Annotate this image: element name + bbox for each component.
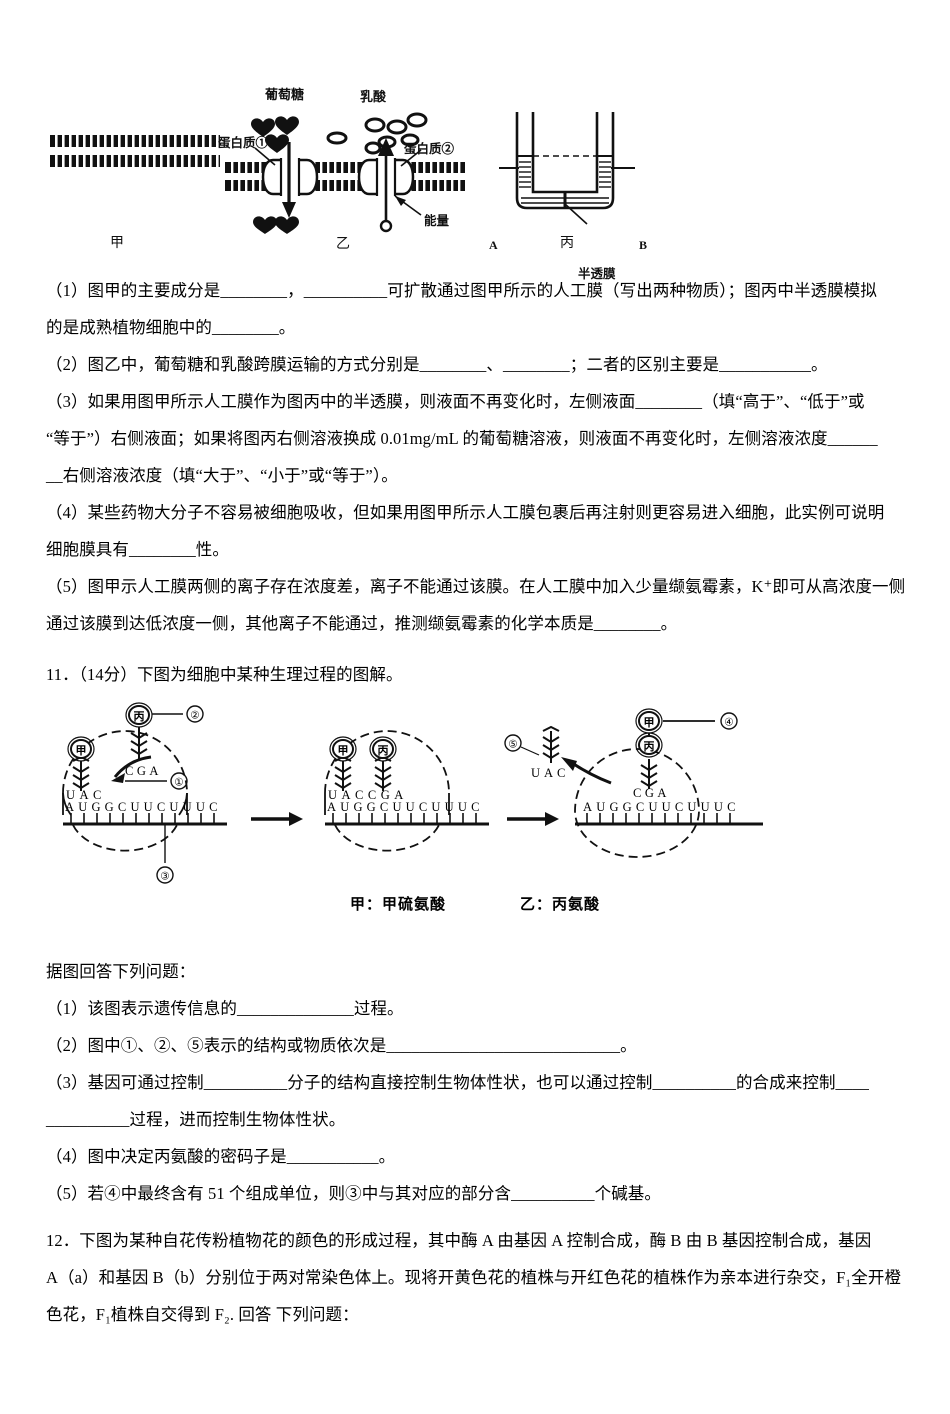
question-10-body: （1）图甲的主要成分是________，__________可扩散通过图甲所示的…	[0, 272, 950, 642]
q10-item-5-line-1: （5）图甲示人工膜两侧的离子存在浓度差，离子不能通过该膜。在人工膜中加入少量缬氨…	[46, 577, 906, 596]
q10-item-5-line-2: 通过该膜到达低浓度一侧，其他离子不能通过，推测缬氨霉素的化学本质是_______…	[46, 614, 678, 633]
figure1-label-side-a: A	[489, 238, 498, 252]
figure1-label-protein1: 蛋白质①	[218, 136, 269, 150]
q12-line-1: 12．下图为某种自花传粉植物花的颜色的形成过程，其中酶 A 由基因 A 控制合成…	[46, 1231, 872, 1250]
stage3-released-anticodon: UAC	[531, 766, 569, 780]
q11-item-3-line-1: （3）基因可通过控制__________分子的结构直接控制生物体性状，也可以通过…	[46, 1073, 869, 1092]
figure1-label-semipermeable-membrane: 半透膜	[578, 267, 616, 281]
q10-item-3-line-2: “等于”）右侧液面；如果将图丙右侧溶液换成 0.01mg/mL 的葡萄糖溶液，则…	[46, 429, 878, 448]
figure1-label-lactic-acid: 乳酸	[360, 89, 387, 104]
protein2-leader-line	[400, 149, 422, 167]
figure1-label-bing: 丙	[560, 236, 574, 251]
stage3-amino-acid-jia: 甲	[644, 716, 655, 729]
stage1-anticodon-attached: UAC	[66, 788, 106, 802]
stage2-mrna-sequence: AUGGCUUCUUUC	[327, 800, 484, 814]
stage1-amino-acid-jia: 甲	[76, 744, 87, 757]
q10-item-3-line-1: （3）如果用图甲所示人工膜作为图丙中的半透膜，则液面不再变化时，左侧液面____…	[46, 392, 865, 411]
translation-stage-3: AUGGCUUCUUUC CGA 丙 甲 ④	[504, 708, 763, 858]
q11-item-4: （4）图中决定丙氨酸的密码子是___________。	[46, 1147, 396, 1166]
stage3-callout-4: ④	[724, 717, 734, 729]
figure1-label-protein2: 蛋白质②	[404, 142, 455, 156]
stage3-callout-5: ⑤	[508, 739, 518, 751]
stage-arrow-1	[251, 812, 303, 826]
stage3-mrna-sequence: AUGGCUUCUUUC	[583, 800, 740, 814]
q11-item-3-line-2: __________过程，进而控制生物体性状。	[46, 1110, 346, 1129]
glucose-molecules	[251, 116, 299, 234]
q11-item-2: （2）图中①、②、⑤表示的结构或物质依次是___________________…	[46, 1036, 637, 1055]
translation-figure-caption: 甲：甲硫氨酸 乙：丙氨酸	[0, 893, 950, 914]
stage-arrow-2	[507, 812, 559, 826]
membrane-transport-figure: 甲	[0, 70, 950, 281]
question-11-body: 据图回答下列问题： （1）该图表示遗传信息的______________过程。 …	[0, 953, 950, 1212]
figure1-label-glucose: 葡萄糖	[265, 87, 305, 102]
stage1-anticodon-incoming: CGA	[125, 764, 162, 778]
q11-prompt: 据图回答下列问题：	[46, 962, 196, 981]
caption-jia: 甲：甲硫氨酸	[349, 897, 446, 913]
q12-line-2: A（a）和基因 B（b）分别位于两对常染色体上。现将开黄色花的植株与开红色花的植…	[46, 1268, 902, 1287]
stage1-mrna-sequence: AUGGCUUCUUUC	[65, 800, 222, 814]
lipid-bilayer-yi	[225, 162, 465, 191]
stage2-amino-acid-bing: 丙	[378, 744, 389, 757]
stage1-callout-3: ③	[160, 871, 170, 883]
q10-item-3-line-3: __右侧溶液浓度（填“大于”、“小于”或“等于”）。	[46, 466, 398, 485]
stage1-trna-incoming	[130, 727, 148, 761]
q11-item-5: （5）若④中最终含有 51 个组成单位，则③中与其对应的部分含_________…	[46, 1184, 661, 1203]
figure1-label-side-b: B	[639, 238, 648, 252]
lipid-bilayer-plain	[50, 135, 220, 167]
question-12-body: 12．下图为某种自花传粉植物花的颜色的形成过程，其中酶 A 由基因 A 控制合成…	[0, 1222, 950, 1333]
figure1-label-yi: 乙	[336, 237, 350, 252]
lactic-acid-transport-arrow	[378, 138, 394, 233]
q10-item-4-line-2: 细胞膜具有________性。	[46, 540, 229, 559]
stage2-amino-acid-jia: 甲	[338, 744, 349, 757]
stage3-released-trna	[542, 725, 560, 763]
stage1-callout-2: ②	[190, 710, 200, 722]
q10-item-2-line-1: （2）图乙中，葡萄糖和乳酸跨膜运输的方式分别是________、________…	[46, 355, 828, 374]
lactic-acid-molecules	[326, 112, 428, 155]
translation-stage-2: AUGGCUUCUUUC UACCGA 甲 丙	[324, 730, 489, 852]
q10-item-1-line-1: （1）图甲的主要成分是________，__________可扩散通过图甲所示的…	[46, 281, 877, 300]
stage1-amino-acid-bing: 丙	[134, 710, 145, 723]
question-11-stem: 11．（14分）下图为细胞中某种生理过程的图解。	[46, 665, 403, 684]
protein1-leader-line	[254, 147, 276, 166]
q10-item-1-line-2: 的是成熟植物细胞中的________。	[46, 318, 296, 337]
figure1-label-jia: 甲	[110, 236, 124, 251]
figure1-label-energy: 能量	[424, 214, 450, 228]
stage2-anticodons: UACCGA	[328, 788, 408, 802]
q10-item-4-line-1: （4）某些药物大分子不容易被细胞吸收，但如果用图甲所示人工膜包裹后再注射则更容易…	[46, 503, 885, 522]
q12-line-3: 色花，F₁植株自交得到 F₂. 回答 下列问题：	[46, 1305, 359, 1324]
stage3-anticodon: CGA	[633, 786, 670, 800]
exam-page: 甲	[0, 70, 950, 1414]
q11-item-1: （1）该图表示遗传信息的______________过程。	[46, 999, 404, 1018]
translation-stage-1: AUGGCUUCUUUC UAC 甲 丙	[62, 702, 227, 884]
translation-figure: AUGGCUUCUUUC UAC 甲 丙	[0, 701, 950, 941]
stage1-callout-1: ①	[174, 777, 184, 789]
stage1-trna-attached	[72, 755, 90, 791]
glucose-transport-arrow	[282, 142, 296, 218]
stage3-amino-acid-bing: 丙	[644, 740, 655, 753]
caption-yi: 乙：丙氨酸	[520, 897, 601, 913]
